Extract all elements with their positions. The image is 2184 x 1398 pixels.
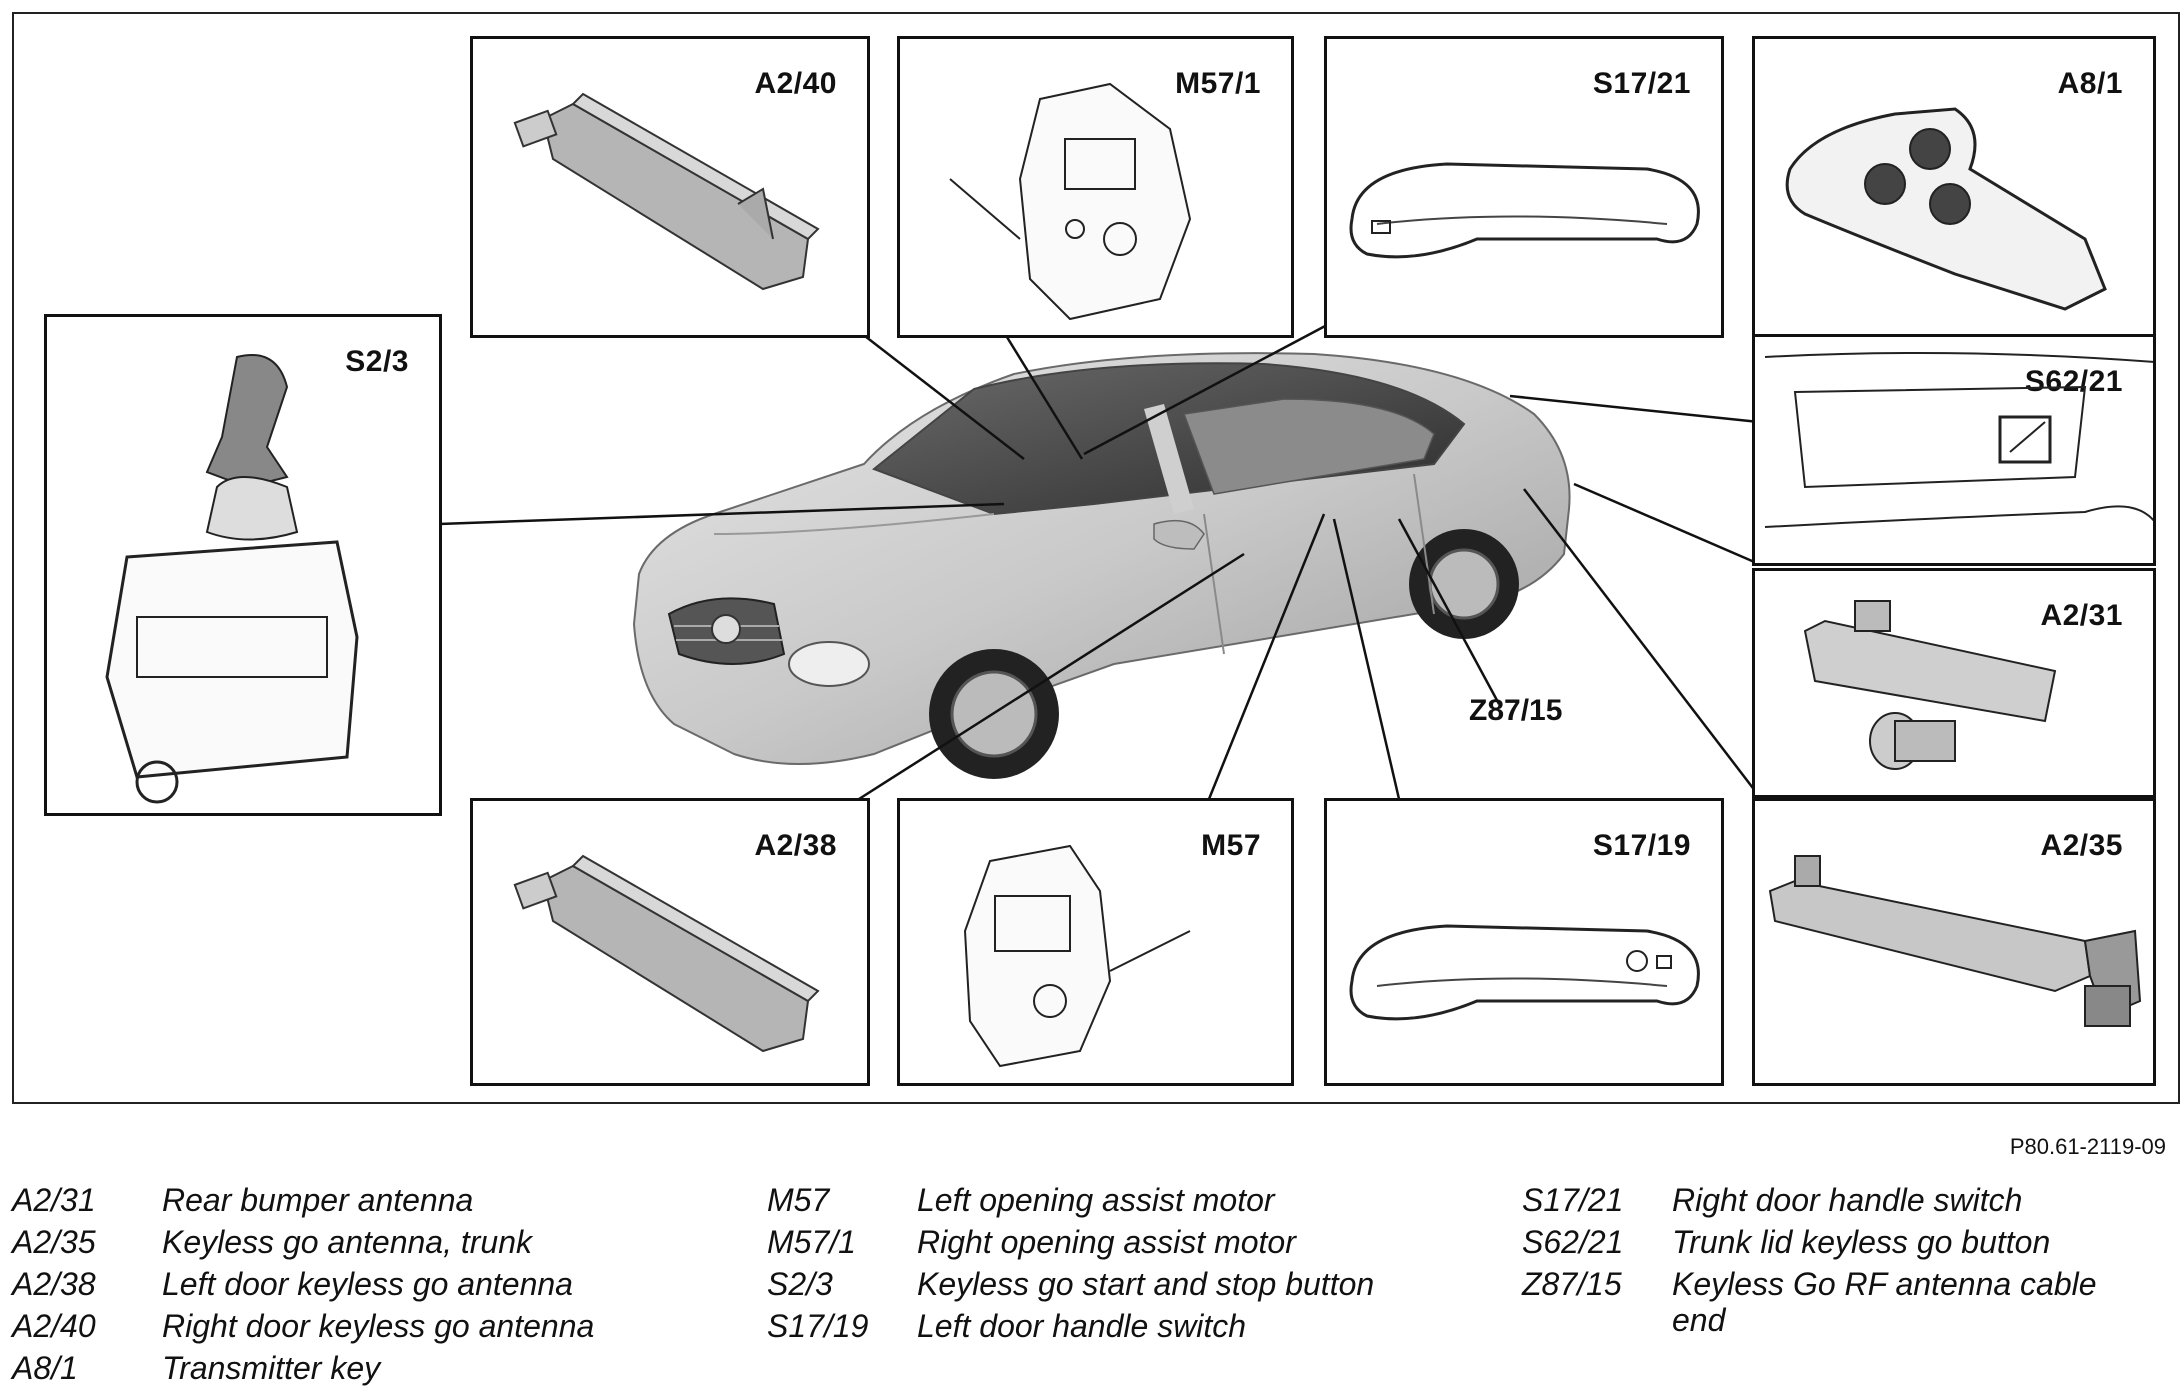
component-location-diagram: A2/40 M57/1 S17/21 A8/1 bbox=[12, 12, 2180, 1104]
legend-code: S17/19 bbox=[767, 1308, 869, 1344]
trunk-button-illustration bbox=[1764, 352, 2153, 528]
panel-label: S62/21 bbox=[2024, 365, 2123, 398]
legend-desc: Left door keyless go antenna bbox=[162, 1266, 573, 1302]
panel-a2-40: A2/40 bbox=[470, 36, 870, 338]
legend-desc: Right opening assist motor bbox=[917, 1224, 1296, 1260]
legend-desc: Trunk lid keyless go button bbox=[1672, 1224, 2051, 1260]
legend-code: S17/21 bbox=[1522, 1182, 1624, 1218]
lock-motor-illustration bbox=[963, 844, 1191, 1068]
panel-label: A2/38 bbox=[754, 829, 837, 862]
legend-code: A2/31 bbox=[12, 1182, 96, 1218]
legend-desc: Keyless Go RF antenna cable end bbox=[1672, 1266, 2097, 1338]
legend-code: M57/1 bbox=[767, 1224, 856, 1260]
door-handle-illustration bbox=[1349, 924, 1700, 1021]
legend-desc: Transmitter key bbox=[162, 1350, 381, 1386]
panel-label: A2/31 bbox=[2040, 599, 2123, 632]
panel-label: S2/3 bbox=[345, 345, 409, 378]
panel-label: M57 bbox=[1201, 829, 1261, 862]
legend-desc: Right door handle switch bbox=[1672, 1182, 2023, 1218]
panel-a2-38: A2/38 bbox=[470, 798, 870, 1086]
panel-m57-1: M57/1 bbox=[897, 36, 1294, 338]
selector-lever-illustration bbox=[105, 354, 359, 804]
rear-antenna-illustration bbox=[1803, 600, 2057, 770]
leader-lines bbox=[438, 314, 1760, 801]
panel-a2-31: A2/31 bbox=[1752, 568, 2156, 798]
antenna-illustration bbox=[513, 92, 820, 291]
legend-code: S62/21 bbox=[1522, 1224, 1624, 1260]
legend-code: S2/3 bbox=[767, 1266, 833, 1302]
panel-m57: M57 bbox=[897, 798, 1294, 1086]
panel-s2-3: S2/3 bbox=[44, 314, 442, 816]
car-illustration bbox=[632, 352, 1571, 779]
panel-s17-21: S17/21 bbox=[1324, 36, 1724, 338]
panel-s62-21: S62/21 bbox=[1752, 334, 2156, 566]
legend-desc: Left opening assist motor bbox=[917, 1182, 1275, 1218]
legend-code: M57 bbox=[767, 1182, 830, 1218]
transmitter-key-illustration bbox=[1785, 107, 2107, 311]
legend-code: Z87/15 bbox=[1522, 1266, 1622, 1302]
legend-desc: Keyless go start and stop button bbox=[917, 1266, 1375, 1302]
legend-code: A2/40 bbox=[12, 1308, 96, 1344]
callout-z87-15: Z87/15 bbox=[1469, 694, 1563, 727]
lock-motor-illustration bbox=[949, 82, 1192, 321]
panel-a8-1: A8/1 bbox=[1752, 36, 2156, 338]
legend-desc: Left door handle switch bbox=[917, 1308, 1247, 1344]
figure-id: P80.61-2119-09 bbox=[2009, 1134, 2166, 1159]
legend-code: A8/1 bbox=[12, 1350, 78, 1386]
legend-desc: Right door keyless go antenna bbox=[162, 1308, 595, 1344]
panel-s17-19: S17/19 bbox=[1324, 798, 1724, 1086]
panel-label: S17/21 bbox=[1592, 67, 1691, 100]
panel-label: A8/1 bbox=[2057, 67, 2123, 100]
panel-label: S17/19 bbox=[1592, 829, 1691, 862]
door-handle-illustration bbox=[1349, 162, 1700, 259]
panel-label: A2/35 bbox=[2040, 829, 2123, 862]
panel-label: M57/1 bbox=[1175, 67, 1261, 100]
trunk-antenna-illustration bbox=[1768, 855, 2142, 1027]
antenna-illustration bbox=[513, 854, 820, 1053]
legend-code: A2/38 bbox=[12, 1266, 96, 1302]
panel-label: A2/40 bbox=[754, 67, 837, 100]
legend-desc: Rear bumper antenna bbox=[162, 1182, 474, 1218]
legend-desc: Keyless go antenna, trunk bbox=[162, 1224, 533, 1260]
panel-a2-35: A2/35 bbox=[1752, 798, 2156, 1086]
legend-code: A2/35 bbox=[12, 1224, 96, 1260]
